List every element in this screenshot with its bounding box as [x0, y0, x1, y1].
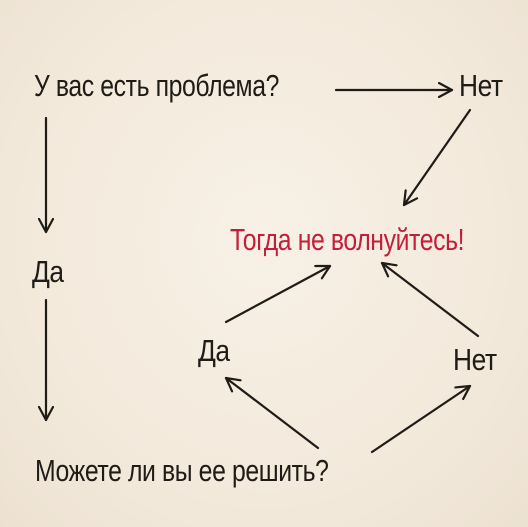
- answer-yes-inner: Да: [198, 333, 230, 368]
- arrow-inner-yes-to-conclusion: [224, 264, 332, 324]
- answer-yes-left: Да: [32, 254, 64, 289]
- arrow-solve-to-inner-yes: [224, 376, 320, 450]
- arrow-inner-no-to-conclusion: [380, 261, 480, 338]
- answer-no-top: Нет: [459, 68, 503, 103]
- question-problem: У вас есть проблема?: [34, 68, 279, 103]
- question-solve: Можете ли вы ее решить?: [35, 453, 329, 488]
- arrow-no-to-conclusion: [402, 108, 472, 207]
- arrow-solve-to-inner-no: [370, 384, 472, 454]
- answer-no-inner: Нет: [453, 342, 497, 377]
- conclusion-text: Тогда не волнуйтесь!: [230, 222, 465, 257]
